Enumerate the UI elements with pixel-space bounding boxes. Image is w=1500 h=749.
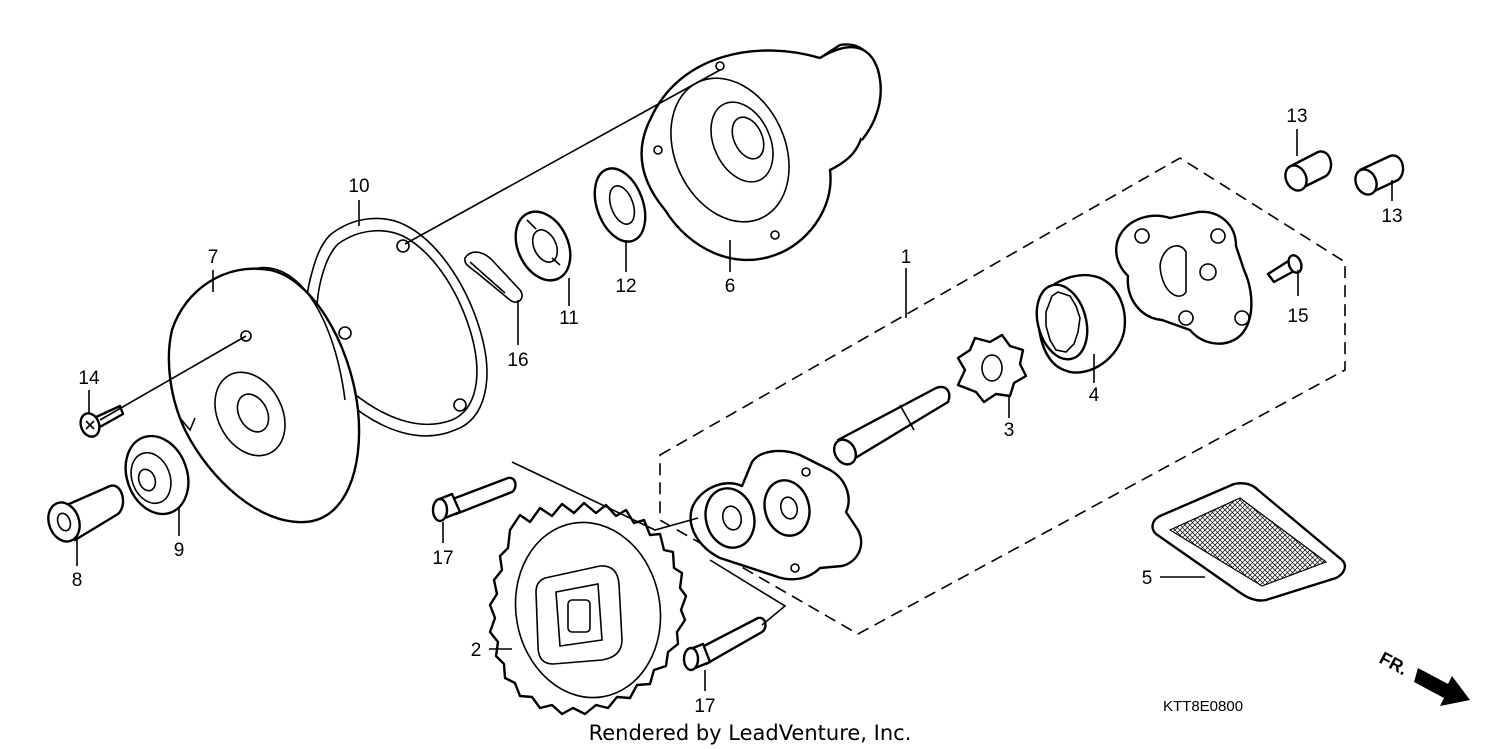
callout-15: 15 [1287,306,1308,327]
front-direction-arrow: FR. [1376,648,1470,706]
front-label: FR. [1376,648,1411,679]
axis-line-gear-low [709,559,787,626]
part-9-slinger[interactable] [115,427,199,523]
callout-10: 10 [348,176,369,197]
callout-1: 1 [901,247,912,268]
pump-shaft[interactable] [830,385,951,468]
part-15-bolt[interactable] [1266,253,1304,284]
part-13-dowel-pin-left[interactable] [1281,150,1333,194]
callout-14: 14 [78,368,100,389]
part-5-strainer[interactable] [1151,482,1347,602]
callout-11: 11 [559,308,579,329]
axis-line-upper [404,69,721,245]
callout-17-upper: 17 [432,548,453,569]
part-12-oil-seal[interactable] [585,161,654,248]
pump-plate[interactable] [1115,210,1253,345]
axis-line-lower [99,335,247,421]
assembly-1-boundary [659,157,1346,635]
callout-5: 5 [1142,568,1153,589]
callout-6: 6 [725,276,736,297]
diagram-code: KTT8E0800 [1163,698,1243,715]
callout-13-top: 13 [1286,106,1307,127]
callout-13-right: 13 [1381,206,1402,227]
callout-7: 7 [208,247,219,268]
part-17-bolt-upper[interactable] [431,476,517,523]
callout-4: 4 [1089,385,1100,406]
callout-17-lower: 17 [694,696,715,717]
part-3-inner-rotor[interactable] [956,333,1028,404]
render-credit: Rendered by LeadVenture, Inc. [589,721,912,745]
callout-9: 9 [174,540,185,561]
axis-line-gear [511,461,699,531]
part-1-pump-body[interactable] [689,449,863,581]
callout-12: 12 [615,276,636,297]
part-2-gear[interactable] [488,501,688,716]
part-17-bolt-lower[interactable] [682,616,767,672]
part-8-collar[interactable] [43,484,125,546]
part-6-housing[interactable] [640,43,882,262]
callout-16: 16 [507,350,528,371]
part-16-clip[interactable] [464,251,523,303]
part-7-cover[interactable] [167,266,361,524]
callout-3: 3 [1004,420,1015,441]
part-4-outer-rotor[interactable] [1029,274,1127,374]
arrow-icon [1414,668,1470,706]
part-11-nut[interactable] [505,203,581,289]
part-13-dowel-pin-right[interactable] [1351,154,1405,198]
callout-2: 2 [471,640,482,661]
callout-8: 8 [72,570,83,591]
